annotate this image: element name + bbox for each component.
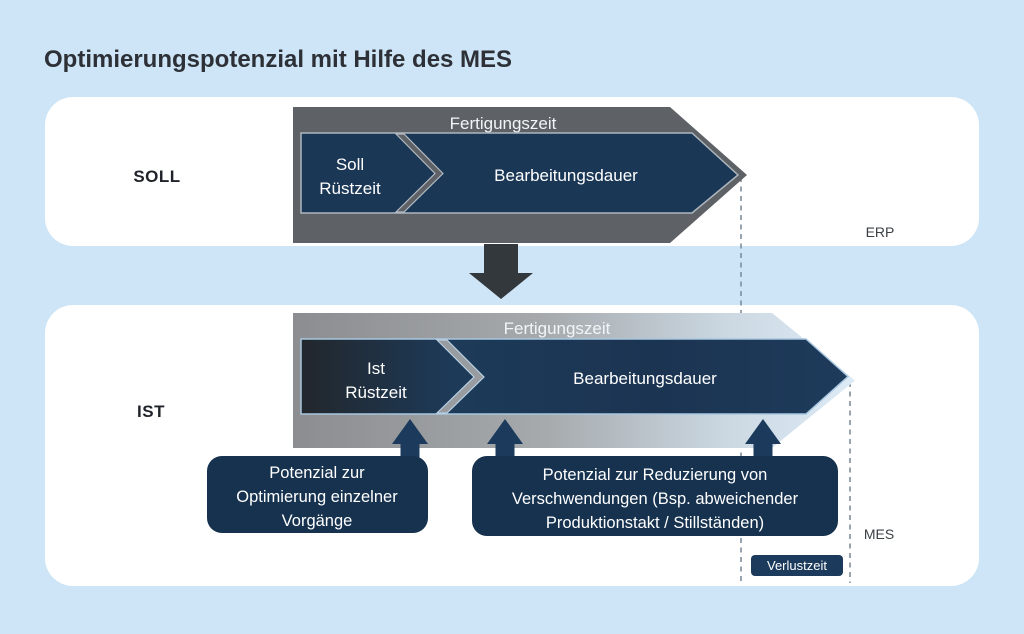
potential-box-1-line2: Optimierung einzelner xyxy=(236,488,398,506)
soll-fertigungszeit-label: Fertigungszeit xyxy=(450,114,557,133)
soll-inner-arrow-shape xyxy=(300,132,740,214)
potential-box-2-line3: Produktionstakt / Stillständen) xyxy=(546,514,764,532)
verlustzeit-badge: Verlustzeit xyxy=(751,555,843,576)
potential-box-1-line1: Potenzial zur xyxy=(269,464,365,482)
fertigungszeit-arrow-ist: Fertigungszeit Ist Rüstzeit Bearbeitungs… xyxy=(293,313,855,448)
soll-ruestzeit-line2: Rüstzeit xyxy=(319,179,381,198)
potential-box-1-shape xyxy=(207,456,428,533)
verlustzeit-badge-label: Verlustzeit xyxy=(767,558,827,573)
erp-label: ERP xyxy=(866,224,895,240)
mes-label: MES xyxy=(864,526,894,542)
potential-box-2-line2: Verschwendungen (Bsp. abweichender xyxy=(512,490,799,508)
potential-box-1-line3: Vorgänge xyxy=(282,512,353,530)
ist-label: IST xyxy=(137,402,165,421)
soll-bearbeitungsdauer-label: Bearbeitungsdauer xyxy=(494,166,638,185)
page-title: Optimierungspotenzial mit Hilfe des MES xyxy=(44,46,512,73)
potential-box-2-line1: Potenzial zur Reduzierung von xyxy=(543,466,768,484)
potential-box-1: Potenzial zur Optimierung einzelner Vorg… xyxy=(207,456,428,533)
soll-ruestzeit-line1: Soll xyxy=(336,155,364,174)
soll-chevron-divider xyxy=(394,133,444,213)
up-arrow-3-icon xyxy=(745,419,781,466)
potential-box-2-shape xyxy=(472,456,838,536)
ist-fertigungszeit-label: Fertigungszeit xyxy=(504,319,611,338)
ist-ruestzeit-line1: Ist xyxy=(367,359,385,378)
up-arrow-1-icon xyxy=(392,419,428,466)
fertigungszeit-arrow-soll: Fertigungszeit Soll Rüstzeit Bearbeitung… xyxy=(293,107,747,243)
ist-chevron-divider xyxy=(435,339,485,414)
verlustzeit-badge-shape xyxy=(751,555,843,576)
ist-ruestzeit-line2: Rüstzeit xyxy=(345,383,407,402)
up-arrow-2-icon xyxy=(487,419,523,466)
transition-down-arrow-icon xyxy=(469,244,533,299)
ist-ruestzeit-segment: Ist Rüstzeit xyxy=(345,359,407,402)
potential-box-2: Potenzial zur Reduzierung von Verschwend… xyxy=(472,456,838,536)
soll-ruestzeit-segment: Soll Rüstzeit xyxy=(319,155,381,198)
ist-bearbeitungsdauer-label: Bearbeitungsdauer xyxy=(573,369,717,388)
ist-inner-arrow-shape xyxy=(300,338,850,415)
soll-label: SOLL xyxy=(133,167,180,186)
